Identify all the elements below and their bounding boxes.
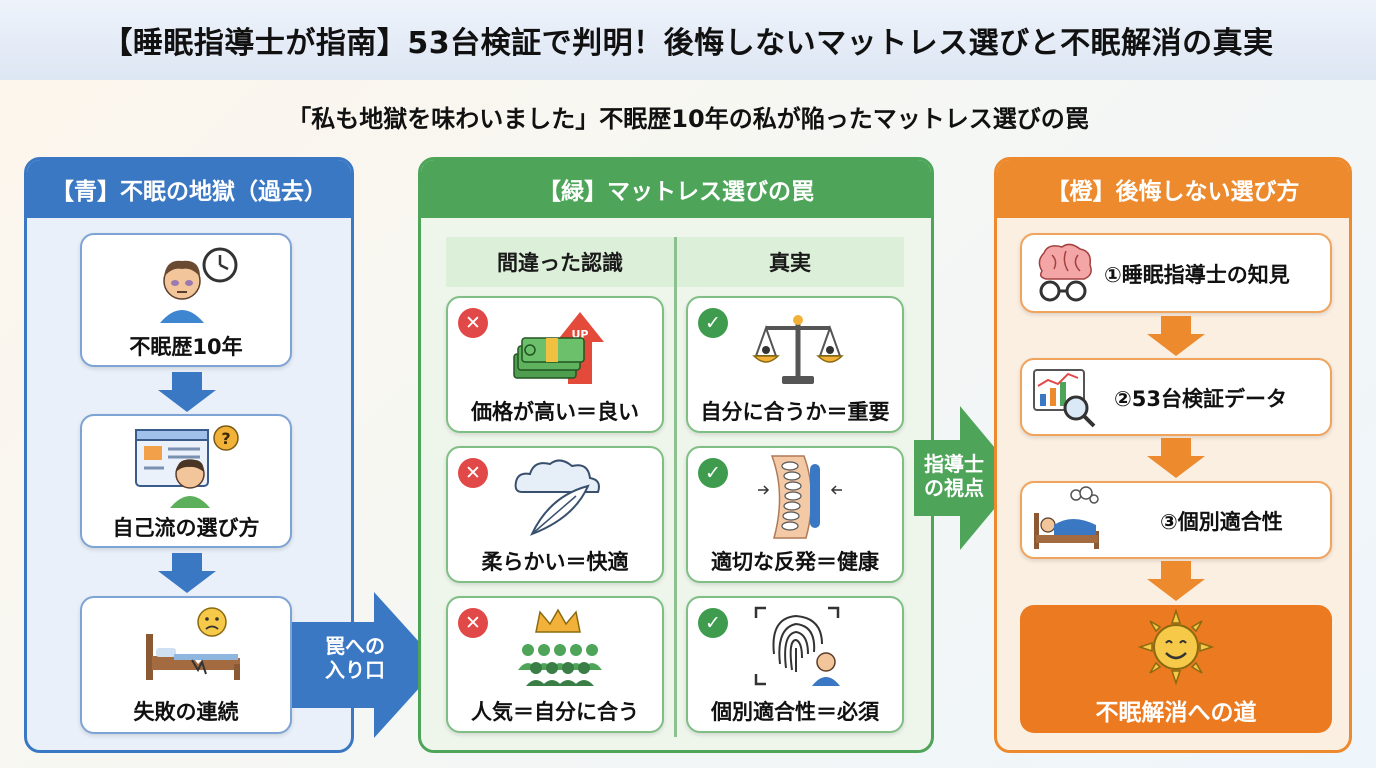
down-arrow-icon [1147, 438, 1205, 478]
down-arrow-icon [1147, 316, 1205, 356]
orange-step-label-1: ①睡眠指導士の知見 [1104, 263, 1290, 287]
page-title: 【睡眠指導士が指南】53台検証で判明！後悔しないマットレス選びと不眠解消の真実 [0, 0, 1376, 80]
blue-step-label-2: 自己流の選び方 [112, 516, 260, 540]
goal-label: 不眠解消への道 [1095, 700, 1257, 726]
fingerprint-person-icon [754, 606, 840, 686]
truth-card-2: ✓ 適切な反発＝健康 [686, 446, 904, 583]
instructor-view-arrow [914, 406, 1020, 550]
blue-step-label-1: 不眠歴10年 [129, 335, 243, 359]
trap-entry-arrow [292, 592, 440, 738]
orange-step-label-3: ③個別適合性 [1160, 510, 1283, 534]
down-arrow-icon [1147, 561, 1205, 601]
money-up-icon: UP [513, 312, 604, 384]
orange-step-label-2: ②53台検証データ [1114, 387, 1288, 411]
trap-entry-label: 罠への 入り口 [325, 634, 385, 682]
truth-card-1: ✓ 自分に合うか＝重要 [686, 296, 904, 433]
check-mark-icon: ✓ [698, 308, 728, 338]
person-browsing-question-icon: ? [135, 425, 239, 508]
brain-glasses-icon [1038, 243, 1092, 302]
wrong-label-1: 価格が高い＝良い [471, 400, 639, 424]
column-divider [674, 237, 677, 737]
sleeping-person-bed-icon [1034, 486, 1099, 549]
chart-magnifier-icon [1033, 369, 1096, 428]
crowd-crown-icon [518, 608, 602, 686]
truth-label-2: 適切な反発＝健康 [711, 550, 879, 574]
spine-support-icon [758, 455, 842, 539]
truth-label-1: 自分に合うか＝重要 [700, 400, 890, 424]
x-mark-icon: ✕ [458, 458, 488, 488]
down-arrow-icon [158, 553, 216, 593]
svg-text:?: ? [221, 429, 230, 448]
truth-label-3: 個別適合性＝必須 [711, 700, 879, 724]
check-mark-icon: ✓ [698, 608, 728, 638]
wrong-label-2: 柔らかい＝快適 [481, 550, 629, 574]
wrong-card-2: ✕ 柔らかい＝快適 [446, 446, 664, 583]
wrong-card-3: ✕ 人気＝自分に合う [446, 596, 664, 733]
page-subtitle: 「私も地獄を味わいました」不眠歴10年の私が陥ったマットレス選びの罠 [287, 104, 1089, 133]
down-arrow-icon [158, 372, 216, 412]
green-panel-heading: 【緑】マットレス選びの罠 [421, 160, 931, 218]
blue-step-card-1: 不眠歴10年 [80, 233, 292, 367]
x-mark-icon: ✕ [458, 308, 488, 338]
balance-scale-icon [752, 315, 844, 384]
check-mark-icon: ✓ [698, 458, 728, 488]
wrong-card-1: ✕ UP 価格が高い＝良い [446, 296, 664, 433]
smiling-sun-icon [1137, 608, 1215, 686]
orange-panel-heading: 【橙】後悔しない選び方 [997, 160, 1349, 218]
cloud-feather-icon [514, 459, 600, 536]
column-header-wrong: 間違った認識 [446, 237, 674, 287]
instructor-view-label: 指導士 の視点 [924, 452, 984, 500]
wrong-label-3: 人気＝自分に合う [471, 700, 639, 724]
blue-step-card-2: ? 自己流の選び方 [80, 414, 292, 548]
blue-step-label-3: 失敗の連続 [133, 700, 239, 724]
x-mark-icon: ✕ [458, 608, 488, 638]
orange-step-card-1: ①睡眠指導士の知見 [1020, 233, 1332, 313]
sleepless-man-clock-icon [160, 247, 238, 323]
truth-card-3: ✓ 個別適合性＝必須 [686, 596, 904, 733]
orange-step-card-2: ②53台検証データ [1020, 358, 1332, 436]
orange-step-card-3: ③個別適合性 [1020, 481, 1332, 559]
blue-panel-heading: 【青】不眠の地獄（過去） [27, 160, 351, 218]
blue-step-card-3: 失敗の連続 [80, 596, 292, 734]
goal-card: 不眠解消への道 [1020, 605, 1332, 733]
broken-bed-sad-face-icon [146, 607, 240, 680]
column-header-truth: 真実 [676, 237, 904, 287]
